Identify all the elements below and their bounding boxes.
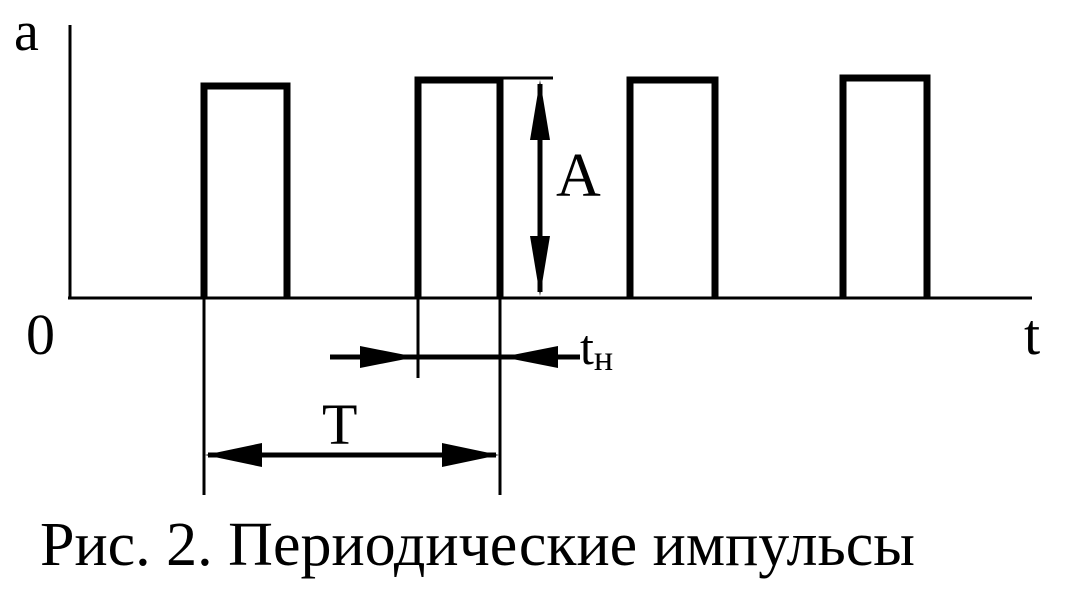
pulse-2 [414, 76, 504, 298]
pulse-3 [626, 76, 719, 298]
amplitude-arrowhead-top [530, 80, 550, 140]
period-arrowhead-right [442, 443, 499, 467]
pulse-width-arrowhead-left [360, 346, 416, 368]
y-axis-label: a [14, 1, 39, 63]
period-arrowhead-left [205, 443, 262, 467]
pulse-4 [839, 74, 931, 298]
pulse-width-label-base: t [580, 319, 594, 375]
origin-label: 0 [26, 302, 55, 367]
pulse-train [200, 74, 931, 298]
pulse-width-label: tн [580, 319, 613, 378]
x-axis-label: t [1024, 302, 1040, 367]
amplitude-label: A [556, 142, 601, 210]
pulse-width-arrowhead-right [502, 346, 558, 368]
amplitude-arrowhead-bottom [530, 236, 550, 296]
pulse-1 [200, 82, 291, 298]
period-label: T [322, 392, 357, 457]
pulse-width-label-sub: н [594, 338, 613, 378]
figure-caption: Рис. 2. Периодические импульсы [40, 511, 915, 579]
